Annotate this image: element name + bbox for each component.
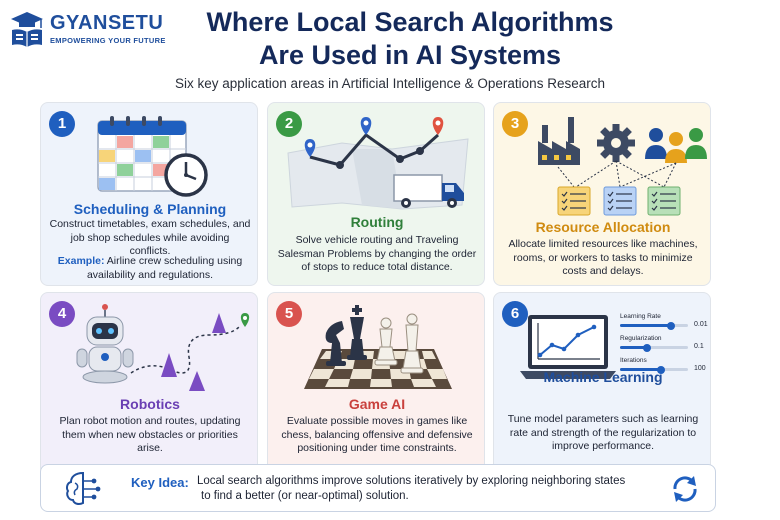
card-number: 2 — [276, 111, 302, 137]
key-idea-text: Local search algorithms improve solution… — [197, 474, 667, 504]
chessboard-icon — [304, 305, 452, 389]
brain-circuit-icon — [66, 471, 101, 505]
card-robotics: 4 Robotics Plan robot motion and routes,… — [40, 292, 258, 476]
slider-handle[interactable] — [667, 321, 675, 330]
card-routing: 2 Routing Solve vehicle routing and Trav… — [267, 102, 485, 286]
card-number: 5 — [276, 301, 302, 327]
card-title: Robotics — [120, 396, 180, 412]
page-subtitle: Six key application areas in Artificial … — [175, 76, 605, 91]
card-title: Resource Allocation — [535, 219, 671, 235]
card-description: Evaluate possible moves in games like ch… — [281, 415, 473, 454]
card-number: 4 — [49, 301, 75, 327]
slider-handle[interactable] — [643, 343, 651, 352]
card-number: 6 — [502, 301, 528, 327]
page-title: Where Local Search Algorithms Are Used i… — [150, 6, 670, 72]
calendar-clock-icon — [97, 116, 208, 197]
title-line-2: Are Used in AI Systems — [258, 40, 562, 70]
slider-value: 100 — [694, 365, 706, 372]
card-game-ai: 5 — [267, 292, 485, 476]
header: GYANSETU EMPOWERING YOUR FUTURE Where Lo… — [0, 0, 780, 100]
brand-logo: GYANSETU EMPOWERING YOUR FUTURE — [10, 10, 180, 50]
factory-gear-workers-icon — [538, 117, 707, 216]
card-title: Scheduling & Planning — [73, 201, 227, 217]
title-line-1: Where Local Search Algorithms — [206, 7, 614, 37]
slider-label: Regularization — [620, 335, 662, 342]
slider-fill — [620, 346, 647, 349]
slider-value: 0.1 — [694, 343, 704, 350]
card-title: Routing — [350, 214, 404, 230]
card-scheduling-planning: 1 Scheduling & Planning Construct timeta… — [40, 102, 258, 286]
slider-handle[interactable] — [657, 365, 665, 374]
brand-tagline: EMPOWERING YOUR FUTURE — [50, 36, 166, 45]
slider-value: 0.01 — [694, 321, 708, 328]
slider-track[interactable] — [620, 346, 688, 349]
card-title: Machine Learning — [543, 369, 663, 385]
card-description: Solve vehicle routing and Traveling Sale… — [277, 234, 477, 273]
card-title: Game AI — [348, 396, 406, 412]
card-resource-allocation: 3 — [493, 102, 711, 286]
card-description: Plan robot motion and routes, updating t… — [59, 415, 241, 454]
card-description: Allocate limited resources like machines… — [508, 238, 698, 277]
key-idea-line-2: to find a better (or near-optimal) solut… — [201, 490, 409, 502]
graduation-book-icon — [11, 12, 43, 47]
card-number: 3 — [502, 111, 528, 137]
example-label: Example: — [57, 255, 105, 267]
slider-fill — [620, 368, 661, 371]
card-description: Tune model parameters such as learning r… — [507, 413, 699, 452]
key-idea-line-1: Local search algorithms improve solution… — [197, 475, 626, 487]
route-map-truck-icon — [287, 117, 469, 210]
card-example: Example: Airline crew scheduling using a… — [49, 255, 251, 282]
refresh-cycle-icon — [673, 476, 697, 502]
key-idea-box: Key Idea: Local search algorithms improv… — [40, 464, 716, 512]
card-number: 1 — [49, 111, 75, 137]
slider-label: Iterations — [620, 357, 647, 364]
example-text: Airline crew scheduling using availabili… — [86, 255, 243, 281]
brand-name: GYANSETU — [50, 12, 164, 34]
key-idea-label: Key Idea: — [131, 475, 189, 490]
card-description: Construct timetables, exam schedules, an… — [49, 218, 251, 257]
slider-label: Learning Rate — [620, 313, 661, 320]
slider-fill — [620, 324, 671, 327]
robot-path-icon — [76, 304, 250, 391]
laptop-chart-icon — [520, 315, 616, 379]
